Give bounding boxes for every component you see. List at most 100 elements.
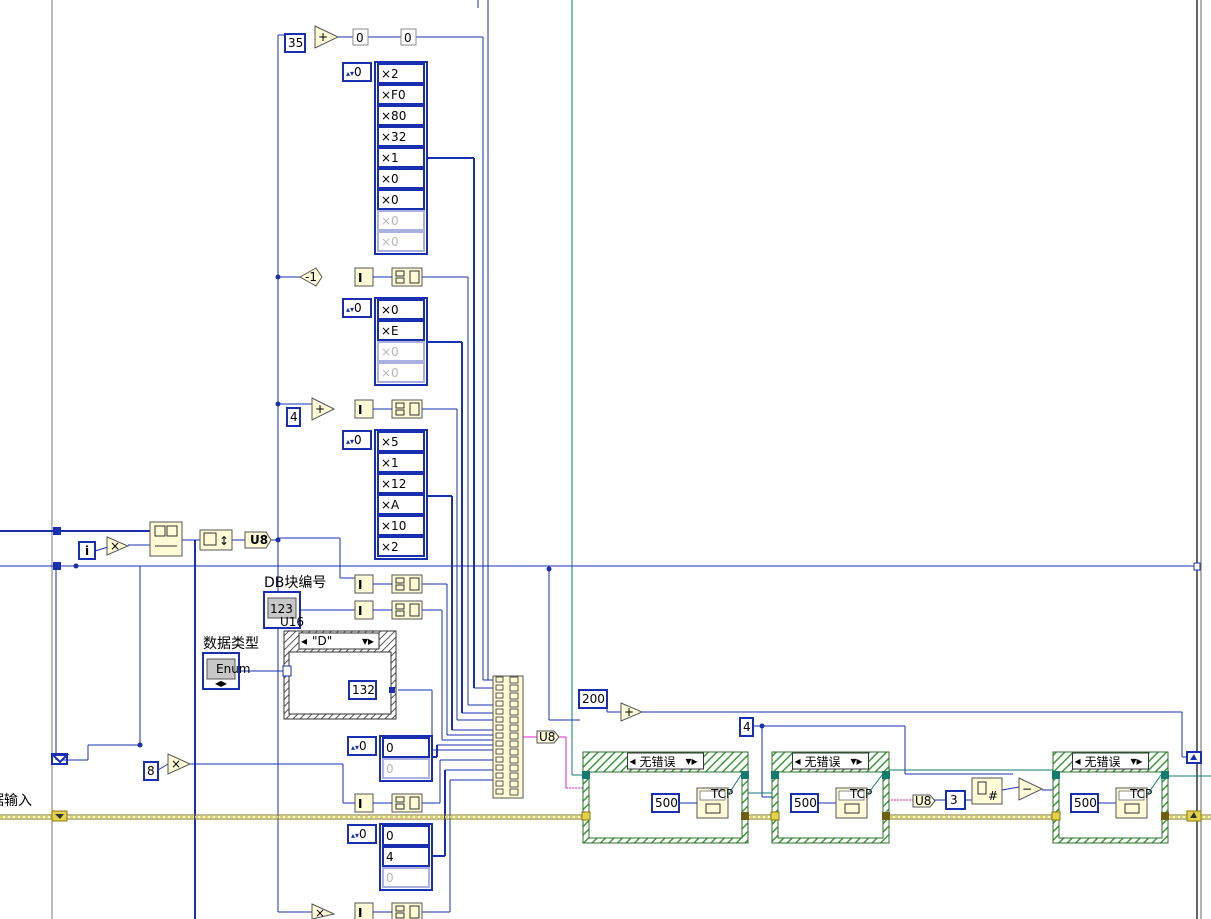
array1-element[interactable]: ×32 bbox=[377, 126, 425, 147]
constant-200[interactable]: 200 bbox=[578, 689, 608, 709]
array1-element[interactable]: ×0 bbox=[377, 231, 425, 252]
error-case-2[interactable]: ◂无错误▾▸ 500 TCP bbox=[1051, 751, 1169, 844]
add-node-bottom[interactable]: × bbox=[311, 903, 336, 919]
array1-index[interactable]: ▴▾0 bbox=[342, 62, 372, 82]
array1-constant[interactable]: ▴▾0×2×F0×80×32×1×0×0×0×0 bbox=[342, 61, 428, 255]
array1-element[interactable]: ×0 bbox=[377, 210, 425, 231]
array4-element[interactable]: 0 bbox=[382, 737, 430, 758]
array1-index-value: 0 bbox=[354, 65, 362, 79]
decrement-node[interactable]: -1 bbox=[298, 267, 323, 287]
array2-element[interactable]: ×E bbox=[377, 320, 425, 341]
constant-4b[interactable]: 4 bbox=[739, 717, 754, 737]
svg-text:3: 3 bbox=[950, 793, 958, 807]
error-case-0[interactable]: ◂无错误▾▸ 500 TCP bbox=[581, 751, 749, 844]
data-type-control[interactable]: Enum ◂▸ bbox=[202, 652, 250, 690]
array-to-cluster-node[interactable]: ↕ bbox=[199, 529, 233, 551]
array2-element[interactable]: ×0 bbox=[377, 299, 425, 320]
convert-row-0[interactable]: I bbox=[354, 267, 423, 287]
multiply-node-8[interactable]: × bbox=[167, 753, 192, 775]
byte-array-convert-node[interactable]: U8 bbox=[536, 730, 560, 744]
array5-element[interactable]: 0 bbox=[382, 825, 430, 846]
tcp-function-0[interactable]: TCP bbox=[696, 787, 733, 819]
convert-row-3[interactable]: I bbox=[354, 600, 423, 620]
array3-element-value: ×2 bbox=[381, 540, 399, 554]
array5-element[interactable]: 4 bbox=[382, 846, 430, 867]
svg-text:"D": "D" bbox=[312, 634, 332, 648]
array3-element[interactable]: ×5 bbox=[377, 431, 425, 452]
array4-element[interactable]: 0 bbox=[382, 758, 430, 779]
multiply-node-i[interactable]: × bbox=[106, 536, 130, 556]
svg-text:−: − bbox=[1022, 782, 1032, 796]
loop-terminals bbox=[50, 562, 1202, 822]
timeout-constant-2[interactable]: 500 bbox=[1070, 793, 1099, 813]
array1-element[interactable]: ×1 bbox=[377, 147, 425, 168]
array2-element[interactable]: ×0 bbox=[377, 341, 425, 362]
add-node-top[interactable]: + bbox=[314, 25, 340, 49]
array-subset-node[interactable] bbox=[149, 521, 183, 557]
array5-index[interactable]: ▴▾0 bbox=[347, 824, 377, 844]
timeout-constant-0[interactable]: 500 bbox=[651, 793, 680, 813]
convert-row-1[interactable]: I bbox=[354, 399, 423, 419]
junction-dots bbox=[53, 274, 765, 748]
timeout-constant-1[interactable]: 500 bbox=[790, 793, 819, 813]
svg-text:123: 123 bbox=[270, 602, 293, 616]
svg-text:Enum: Enum bbox=[216, 662, 250, 676]
array3-index[interactable]: ▴▾0 bbox=[342, 430, 372, 450]
convert-row-2[interactable]: I bbox=[354, 574, 423, 594]
add-node-4[interactable]: + bbox=[311, 397, 336, 421]
array3-constant[interactable]: ▴▾0×5×1×12×A×10 ×2 bbox=[342, 429, 428, 560]
error-case-1[interactable]: ◂无错误▾▸ 500 TCP bbox=[770, 751, 890, 844]
svg-text:▾▸: ▾▸ bbox=[1131, 754, 1143, 768]
array3-element[interactable]: ×2 bbox=[377, 536, 425, 557]
array1-element[interactable]: ×2 bbox=[377, 63, 425, 84]
array5-element[interactable]: 0 bbox=[382, 867, 430, 888]
convert-row-4[interactable]: I bbox=[354, 793, 423, 813]
array4-index[interactable]: ▴▾0 bbox=[347, 736, 377, 756]
array1-element[interactable]: ×F0 bbox=[377, 84, 425, 105]
svg-text:▴▾: ▴▾ bbox=[351, 743, 359, 752]
add-node-200[interactable]: + bbox=[620, 702, 644, 722]
array2-element[interactable]: ×0 bbox=[377, 362, 425, 383]
array1-element-value: ×2 bbox=[381, 67, 399, 81]
array2-constant[interactable]: ▴▾0×0×E×0×0 bbox=[342, 297, 428, 386]
array1-element-value: ×F0 bbox=[381, 88, 406, 102]
case-selector-2[interactable]: ◂无错误▾▸ bbox=[1072, 752, 1149, 770]
constant-4[interactable]: 4 bbox=[286, 407, 301, 427]
array3-element[interactable]: ×12 bbox=[377, 473, 425, 494]
array5-index-value: 0 bbox=[359, 827, 367, 841]
array3-element[interactable]: ×10 bbox=[377, 515, 425, 536]
array3-element[interactable]: ×A bbox=[377, 494, 425, 515]
case-selector-0[interactable]: ◂无错误▾▸ bbox=[627, 752, 704, 770]
constant-0-a[interactable]: 0 bbox=[352, 28, 369, 46]
tcp-function-2[interactable]: TCP bbox=[1115, 787, 1152, 819]
svg-text:I: I bbox=[358, 906, 362, 919]
svg-text:I: I bbox=[358, 797, 362, 811]
subtract-node[interactable]: − bbox=[1018, 777, 1044, 801]
byte-array-convert-node-2[interactable]: U8 bbox=[912, 794, 936, 808]
array3-element[interactable]: ×1 bbox=[377, 452, 425, 473]
array1-element[interactable]: ×80 bbox=[377, 105, 425, 126]
input-label-partial: 据输入 bbox=[0, 793, 32, 809]
array2-index[interactable]: ▴▾0 bbox=[342, 298, 372, 318]
db-block-control[interactable]: 123 U16 bbox=[263, 591, 304, 629]
case-selector-1[interactable]: ◂无错误▾▸ bbox=[792, 752, 869, 770]
array1-element[interactable]: ×0 bbox=[377, 168, 425, 189]
build-array-node[interactable] bbox=[492, 675, 524, 799]
constant-8[interactable]: 8 bbox=[143, 761, 159, 781]
constant-3[interactable]: 3 bbox=[945, 790, 966, 810]
svg-text:U16: U16 bbox=[280, 615, 304, 629]
array1-element[interactable]: ×0 bbox=[377, 189, 425, 210]
array2-index-value: 0 bbox=[354, 301, 362, 315]
u8-convert-node[interactable]: U8 bbox=[244, 531, 272, 549]
tcp-function-1[interactable]: TCP bbox=[835, 787, 872, 819]
array-size-node[interactable]: # bbox=[971, 777, 1003, 805]
svg-text:500: 500 bbox=[794, 796, 817, 810]
constant-0-b[interactable]: 0 bbox=[400, 28, 417, 46]
constant-35[interactable]: 35 bbox=[284, 33, 306, 53]
convert-row-5[interactable]: I bbox=[354, 902, 423, 919]
case-structure-d[interactable]: ◂ "D" ▾▸ 132 bbox=[282, 630, 397, 720]
